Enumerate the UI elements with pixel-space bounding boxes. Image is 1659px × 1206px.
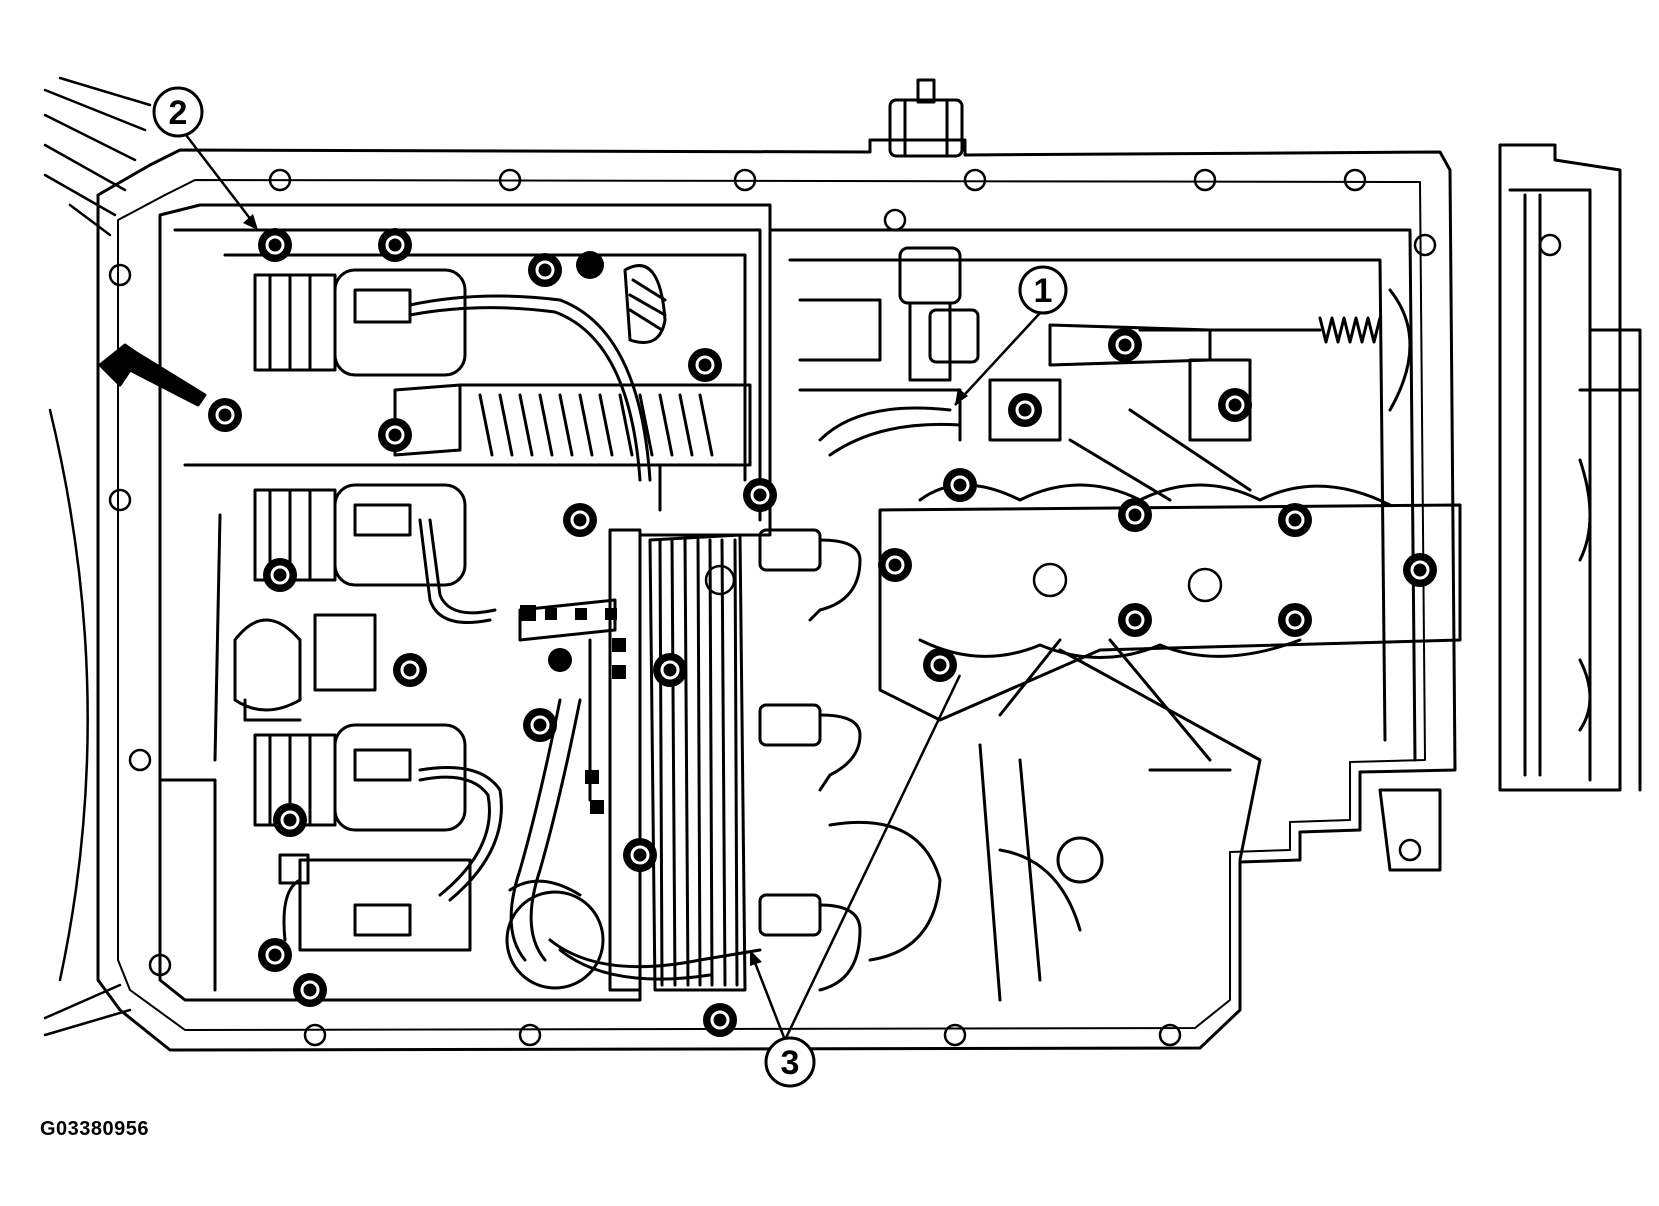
- housing-right: [1378, 143, 1642, 872]
- callout-3-leader: [750, 954, 787, 1041]
- detent-spring: [988, 288, 1412, 502]
- wiring-harness-center: [505, 528, 762, 992]
- pan-gasket-outline: [96, 138, 1457, 1052]
- solenoid-5: [278, 853, 472, 952]
- callout-3-label: 3: [781, 1044, 800, 1082]
- housing-hatch-left: [43, 76, 152, 1037]
- callout-1: 1: [954, 265, 1068, 406]
- figure-code: G03380956: [40, 1118, 150, 1140]
- callout-2-arrowhead: [243, 214, 258, 230]
- solenoid-2: [253, 483, 497, 624]
- terminal-blocks: [520, 605, 626, 814]
- callout-3: 3: [750, 674, 962, 1088]
- pan-gasket-inner: [117, 179, 1426, 1031]
- bolt: [208, 228, 1437, 1037]
- callout-1-arrowhead: [955, 388, 968, 405]
- location-arrow: [98, 343, 207, 407]
- gasket-bolt-holes: [108, 168, 1562, 1047]
- callout-3-leader-2: [783, 674, 962, 1041]
- callout-3-circle: [764, 1036, 816, 1088]
- callout-2: 2: [152, 86, 258, 230]
- callout-2-label: 2: [169, 94, 188, 132]
- callout-2-leader: [185, 134, 256, 226]
- callout-1-circle: [1018, 265, 1068, 315]
- connector-right-3: [758, 820, 942, 992]
- solenoid-1: [253, 268, 652, 482]
- callout-3-arrowhead: [750, 950, 762, 966]
- callout-1-label: 1: [1034, 272, 1053, 310]
- callout-2-circle: [152, 86, 204, 138]
- callout-1-leader: [954, 312, 1041, 406]
- solenoid-3: [233, 613, 377, 722]
- valve-body-bolts: [208, 228, 1437, 1037]
- filter-neck: [888, 78, 964, 382]
- connector-right-2: [758, 703, 862, 792]
- connector-right-1: [758, 528, 862, 622]
- solenoid-4: [253, 723, 503, 902]
